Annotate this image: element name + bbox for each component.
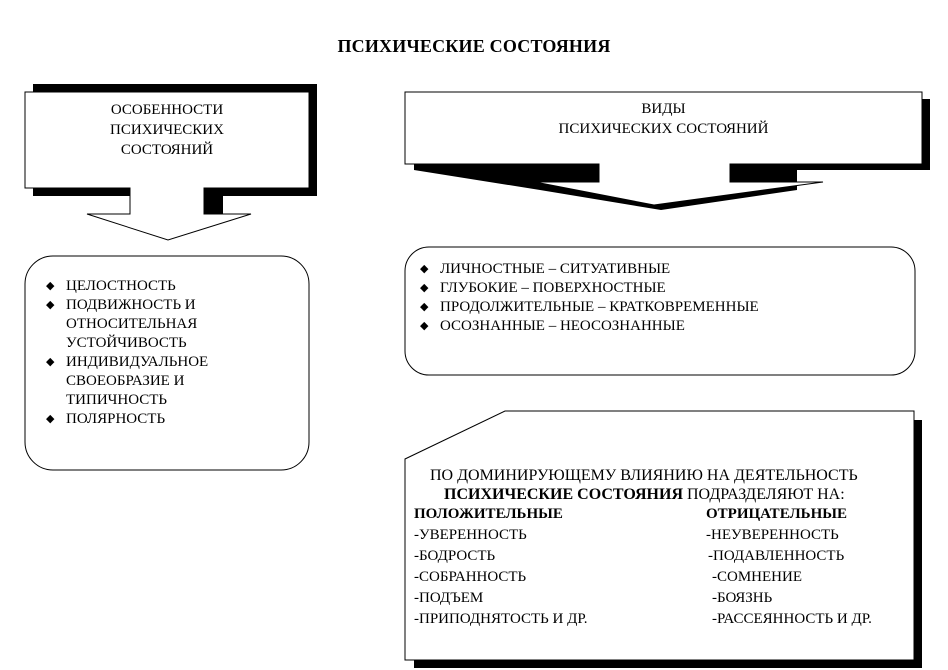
positive-item: -УВЕРЕННОСТЬ — [414, 527, 527, 543]
list-item: ПРОДОЛЖИТЕЛЬНЫЕ – КРАТКОВРЕМЕННЫЕ — [418, 298, 759, 317]
negative-item: -БОЯЗНЬ — [712, 590, 773, 606]
influence-box — [404, 410, 915, 661]
list-item: ИНДИВИДУАЛЬНОЕ СВОЕОБРАЗИЕ И ТИПИЧНОСТЬ — [44, 353, 208, 410]
list-item: ЦЕЛОСТНОСТЬ — [44, 277, 208, 296]
influence-line-1: ПО ДОМИНИРУЮЩЕМУ ВЛИЯНИЮ НА ДЕЯТЕЛЬНОСТЬ — [430, 467, 858, 484]
negative-list: -НЕУВЕРЕННОСТЬ -ПОДАВЛЕННОСТЬ -СОМНЕНИЕ … — [706, 525, 872, 630]
positive-list: -УВЕРЕННОСТЬ -БОДРОСТЬ -СОБРАННОСТЬ -ПОД… — [414, 525, 588, 630]
features-heading-line: СОСТОЯНИЙ — [120, 142, 214, 158]
negative-item: -РАССЕЯННОСТЬ И ДР. — [712, 611, 872, 627]
features-heading: ОСОБЕННОСТИ ПСИХИЧЕСКИХ СОСТОЯНИЙ — [25, 100, 309, 160]
list-item: ПОДВИЖНОСТЬ И ОТНОСИТЕЛЬНАЯ УСТОЙЧИВОСТЬ — [44, 296, 208, 353]
list-item: ЛИЧНОСТНЫЕ – СИТУАТИВНЫЕ — [418, 260, 759, 279]
list-item: ПОЛЯРНОСТЬ — [44, 410, 208, 429]
features-heading-line: ОСОБЕННОСТИ — [110, 102, 224, 118]
influence-line-2: ПСИХИЧЕСКИЕ СОСТОЯНИЯ ПОДРАЗДЕЛЯЮТ НА: — [444, 485, 845, 504]
positive-item: -СОБРАННОСТЬ — [414, 569, 527, 585]
negative-item: -ПОДАВЛЕННОСТЬ — [708, 548, 845, 564]
negative-header: ОТРИЦАТЕЛЬНЫЕ — [706, 506, 847, 522]
features-heading-line: ПСИХИЧЕСКИХ — [110, 122, 224, 138]
influence-line-2-bold: ПСИХИЧЕСКИЕ СОСТОЯНИЯ — [444, 486, 683, 503]
influence-line-2-rest: ПОДРАЗДЕЛЯЮТ НА: — [683, 486, 845, 503]
types-list: ЛИЧНОСТНЫЕ – СИТУАТИВНЫЕ ГЛУБОКИЕ – ПОВЕ… — [418, 260, 759, 336]
features-callout — [24, 91, 310, 241]
positive-item: -ПОДЪЕМ — [414, 590, 484, 606]
positive-header: ПОЛОЖИТЕЛЬНЫЕ — [414, 506, 563, 522]
types-heading-line: ПСИХИЧЕСКИХ СОСТОЯНИЙ — [558, 121, 769, 137]
types-heading: ВИДЫ ПСИХИЧЕСКИХ СОСТОЯНИЙ — [405, 99, 922, 139]
positive-item: -ПРИПОДНЯТОСТЬ И ДР. — [414, 611, 588, 627]
features-list: ЦЕЛОСТНОСТЬ ПОДВИЖНОСТЬ И ОТНОСИТЕЛЬНАЯ … — [44, 277, 208, 429]
types-callout — [404, 91, 923, 206]
types-heading-line: ВИДЫ — [641, 101, 686, 117]
list-item: ГЛУБОКИЕ – ПОВЕРХНОСТНЫЕ — [418, 279, 759, 298]
list-item: ОСОЗНАННЫЕ – НЕОСОЗНАННЫЕ — [418, 317, 759, 336]
negative-item: -НЕУВЕРЕННОСТЬ — [706, 527, 839, 543]
negative-item: -СОМНЕНИЕ — [712, 569, 802, 585]
positive-item: -БОДРОСТЬ — [414, 548, 496, 564]
diagram-title: ПСИХИЧЕСКИЕ СОСТОЯНИЯ — [337, 36, 611, 56]
